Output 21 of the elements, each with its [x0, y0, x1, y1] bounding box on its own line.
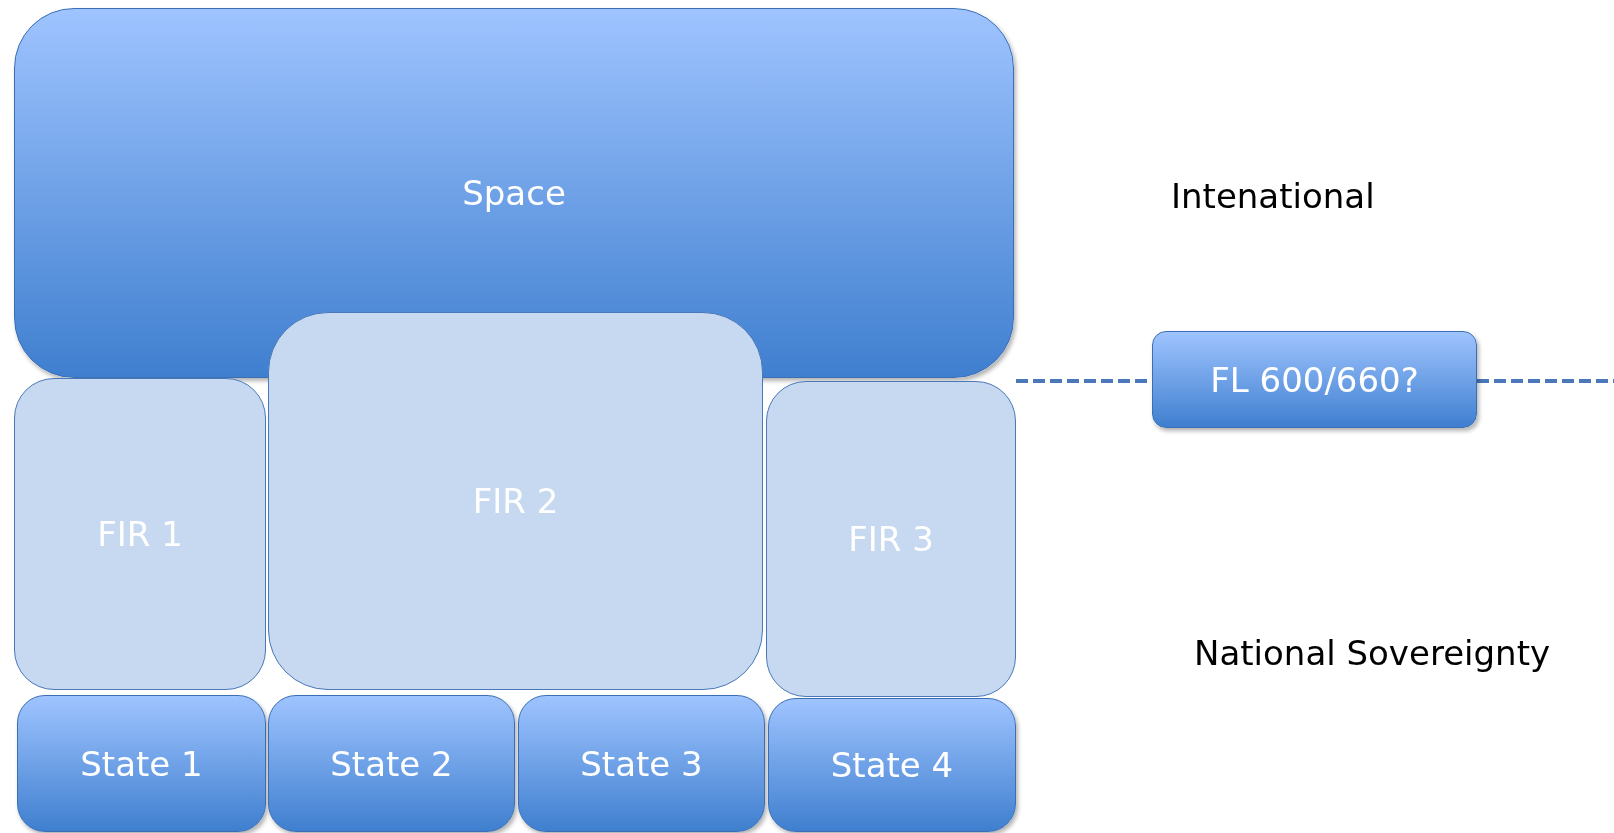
state-box	[768, 698, 1016, 832]
state-box	[268, 695, 515, 832]
region-name: Space	[462, 173, 566, 213]
region-box	[14, 8, 1014, 378]
zone-label: Intenational	[1171, 176, 1375, 216]
zone-label: National Sovereignty	[1194, 633, 1551, 673]
region-name: State 4	[830, 745, 954, 785]
region-name: State 1	[80, 743, 203, 784]
state-box	[17, 695, 266, 832]
boundary-line	[1477, 379, 1614, 383]
region-name: State 2	[330, 743, 453, 784]
region-name: FIR 3	[848, 519, 934, 559]
region-name: State 3	[580, 743, 703, 784]
altitude-box	[1152, 331, 1477, 428]
region-name: FIR 1	[97, 514, 183, 554]
state-box	[518, 695, 765, 832]
region-box	[14, 378, 266, 690]
region-name: FIR 2	[472, 481, 559, 521]
region-box	[268, 312, 763, 690]
region-box	[766, 381, 1016, 697]
region-name: FL 600/660?	[1210, 359, 1419, 400]
